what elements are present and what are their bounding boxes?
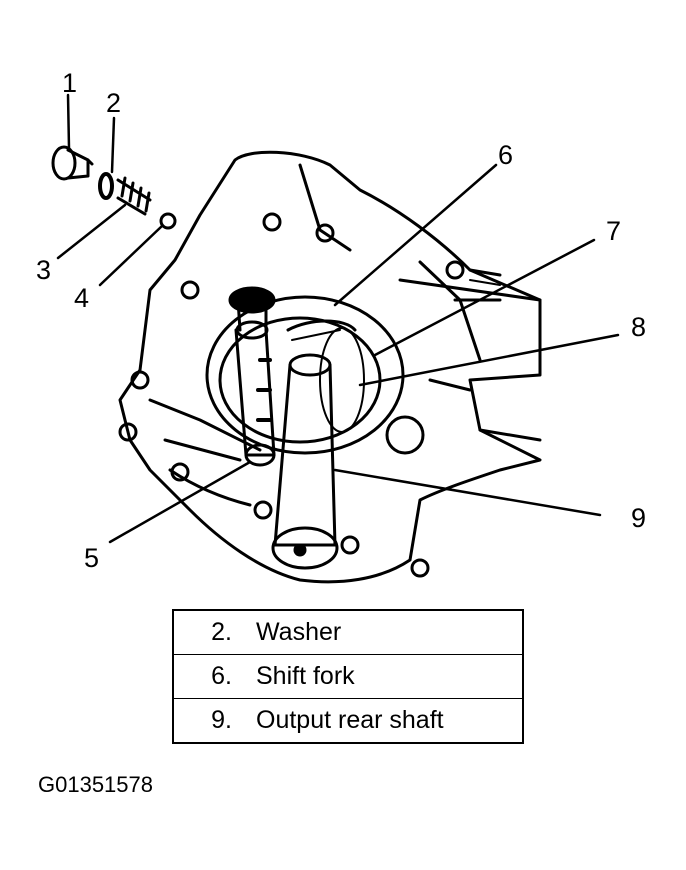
callout-9: 9 <box>631 503 647 533</box>
callout-7: 7 <box>606 216 622 246</box>
ball <box>159 212 177 230</box>
callout-6: 6 <box>498 140 514 170</box>
table-row: 6. Shift fork <box>172 654 524 699</box>
legend-number: 2. <box>211 618 232 646</box>
flange-bolt-holes <box>118 212 465 578</box>
legend-label: Washer <box>256 618 342 646</box>
callout-3: 3 <box>36 255 52 285</box>
spring <box>116 176 152 216</box>
output-rear-shaft <box>271 353 339 570</box>
drain-plug-bolt <box>51 145 94 181</box>
callout-5: 5 <box>84 543 100 573</box>
callout-1: 1 <box>62 68 78 98</box>
legend-cell: 9. Output rear shaft <box>172 698 524 744</box>
transfer-case-exploded-diagram <box>51 93 620 584</box>
table-row: 9. Output rear shaft <box>172 698 524 744</box>
callout-2: 2 <box>106 88 122 118</box>
leader-lines <box>56 93 620 544</box>
washer <box>98 172 114 200</box>
shift-fork-shaft <box>228 286 357 467</box>
legend-label: Shift fork <box>256 662 355 690</box>
callout-8: 8 <box>631 312 647 342</box>
table-row: 2. Washer <box>172 609 524 655</box>
callout-4: 4 <box>74 283 90 313</box>
legend-cell: 2. Washer <box>172 609 524 655</box>
legend-number: 9. <box>211 706 232 734</box>
figure-id: G01351578 <box>38 772 153 797</box>
parts-legend-table: 2. Washer 6. Shift fork 9. Output rear shaf… <box>172 609 524 744</box>
legend-cell: 6. Shift fork <box>172 654 524 699</box>
bearing-ring <box>205 295 405 455</box>
legend-label: Output rear shaft <box>256 706 444 734</box>
legend-number: 6. <box>211 662 232 690</box>
